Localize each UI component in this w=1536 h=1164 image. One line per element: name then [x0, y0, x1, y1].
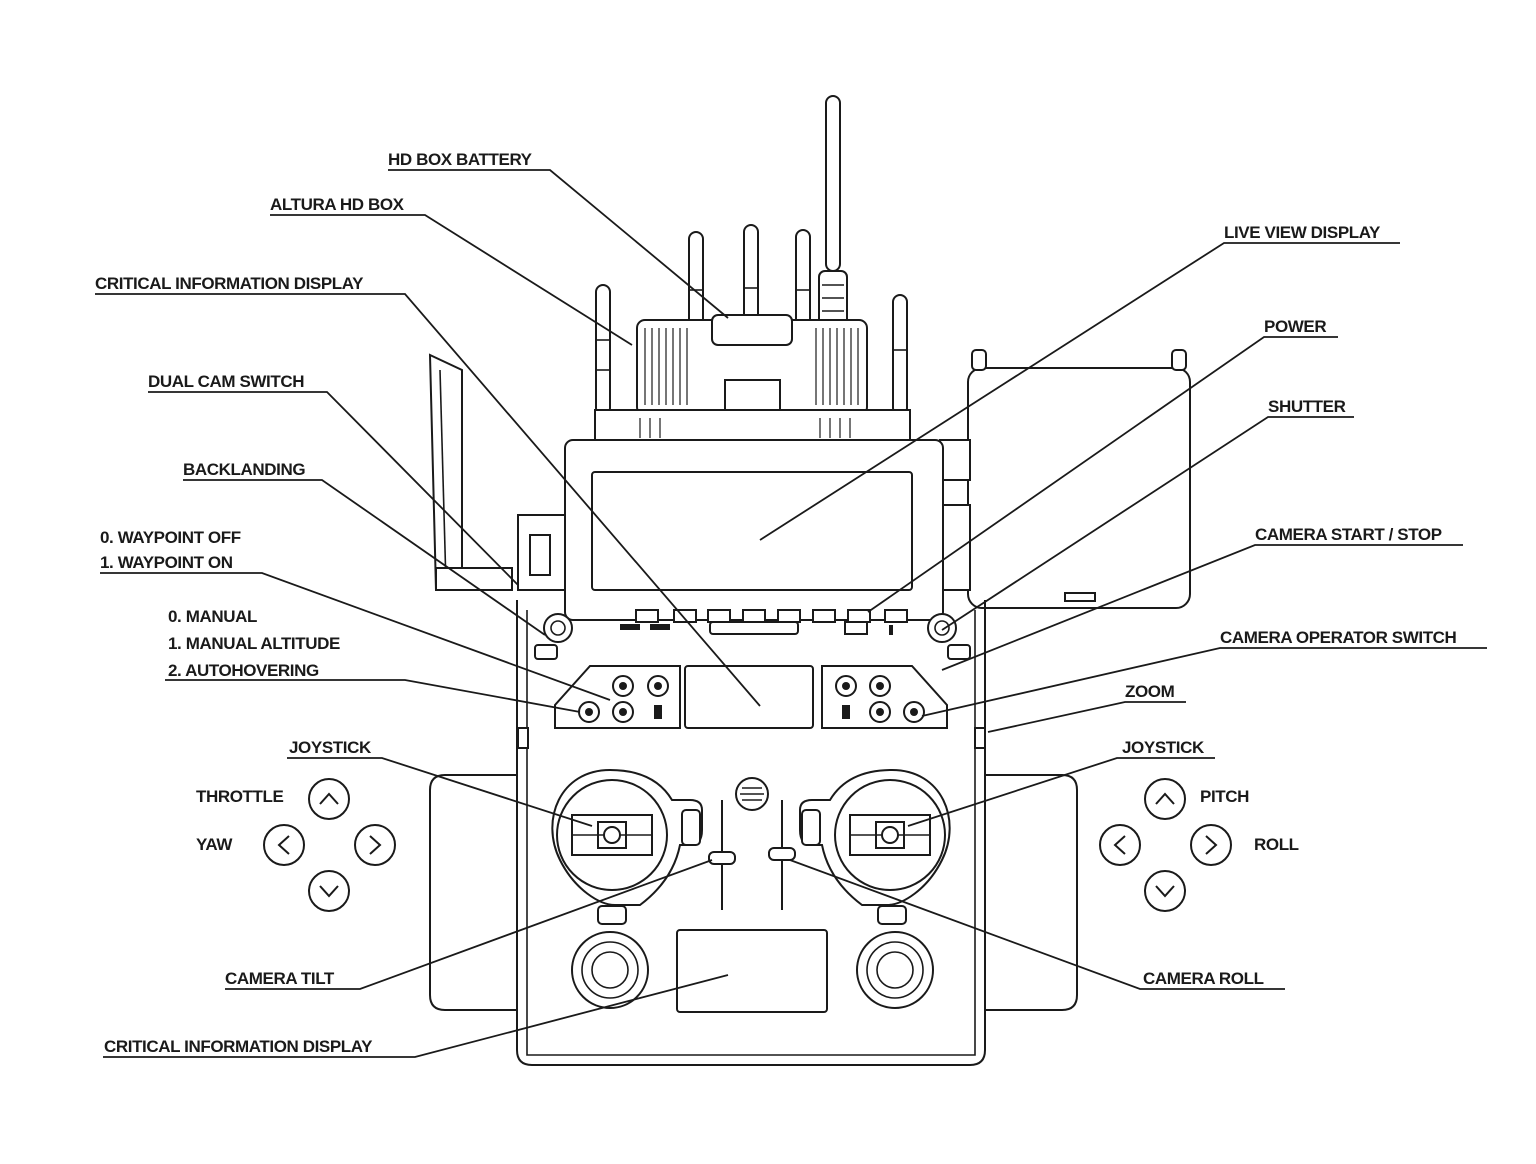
antenna-small-5	[892, 294, 908, 416]
label-backlanding: BACKLANDING	[183, 460, 305, 479]
right-joystick[interactable]	[799, 768, 951, 925]
label-dual-cam-switch: DUAL CAM SWITCH	[148, 372, 304, 391]
critical-information-display-top	[684, 665, 814, 729]
label-live-view-display: LIVE VIEW DISPLAY	[1224, 223, 1381, 242]
label-pitch: PITCH	[1200, 787, 1249, 806]
left-shoulder-knob	[534, 613, 573, 660]
right-shoulder-knob	[927, 613, 971, 660]
critical-information-display-bottom	[676, 929, 828, 1013]
right-bottom-knob[interactable]	[856, 931, 934, 1009]
label-autohovering: 2. AUTOHOVERING	[168, 661, 319, 680]
label-manual-altitude: 1. MANUAL ALTITUDE	[168, 634, 340, 653]
camera-roll-slider[interactable]	[768, 800, 796, 910]
left-switch-panel	[554, 665, 681, 729]
chevron-right-icon	[1190, 824, 1232, 866]
chevron-down-icon	[308, 870, 350, 912]
antenna-small-1	[595, 284, 611, 416]
label-critical-information-display-bottom: CRITICAL INFORMATION DISPLAY	[104, 1037, 373, 1056]
label-camera-operator-switch: CAMERA OPERATOR SWITCH	[1220, 628, 1457, 647]
center-speaker	[735, 777, 769, 811]
controller-body	[429, 600, 1078, 1066]
label-critical-information-display-top: CRITICAL INFORMATION DISPLAY	[95, 274, 364, 293]
camera-tilt-slider[interactable]	[708, 800, 736, 910]
label-camera-tilt: CAMERA TILT	[225, 969, 335, 988]
label-manual: 0. MANUAL	[168, 607, 257, 626]
left-side-button	[517, 727, 529, 749]
label-joystick-left: JOYSTICK	[289, 738, 372, 757]
chevron-down-icon	[1144, 870, 1186, 912]
label-hd-box-battery: HD BOX BATTERY	[388, 150, 533, 169]
label-yaw: YAW	[196, 835, 233, 854]
left-joystick[interactable]	[551, 768, 703, 925]
chevron-right-icon	[354, 824, 396, 866]
label-throttle: THROTTLE	[196, 787, 284, 806]
altura-hd-box	[594, 314, 911, 441]
label-waypoint-on: 1. WAYPOINT ON	[100, 553, 233, 572]
chevron-left-icon	[263, 824, 305, 866]
leader-lines	[95, 169, 1487, 1058]
label-waypoint-off: 0. WAYPOINT OFF	[100, 528, 241, 547]
left-side-panel	[428, 353, 567, 591]
label-roll: ROLL	[1254, 835, 1299, 854]
chevron-left-icon	[1099, 824, 1141, 866]
left-bottom-knob[interactable]	[571, 931, 649, 1009]
label-camera-roll: CAMERA ROLL	[1143, 969, 1264, 988]
label-zoom: ZOOM	[1125, 682, 1175, 701]
label-shutter: SHUTTER	[1268, 397, 1346, 416]
label-joystick-right: JOYSTICK	[1122, 738, 1205, 757]
main-display-housing	[564, 439, 944, 635]
labels: HD BOX BATTERY ALTURA HD BOX CRITICAL IN…	[95, 150, 1457, 1056]
chevron-up-icon	[308, 778, 350, 820]
zoom-dial	[974, 727, 986, 749]
right-switch-panel	[821, 665, 948, 729]
label-camera-start-stop: CAMERA START / STOP	[1255, 525, 1442, 544]
chevron-up-icon	[1144, 778, 1186, 820]
label-power: POWER	[1264, 317, 1326, 336]
live-view-display-tablet	[939, 349, 1191, 609]
label-altura-hd-box: ALTURA HD BOX	[270, 195, 405, 214]
antenna-main	[818, 95, 848, 352]
